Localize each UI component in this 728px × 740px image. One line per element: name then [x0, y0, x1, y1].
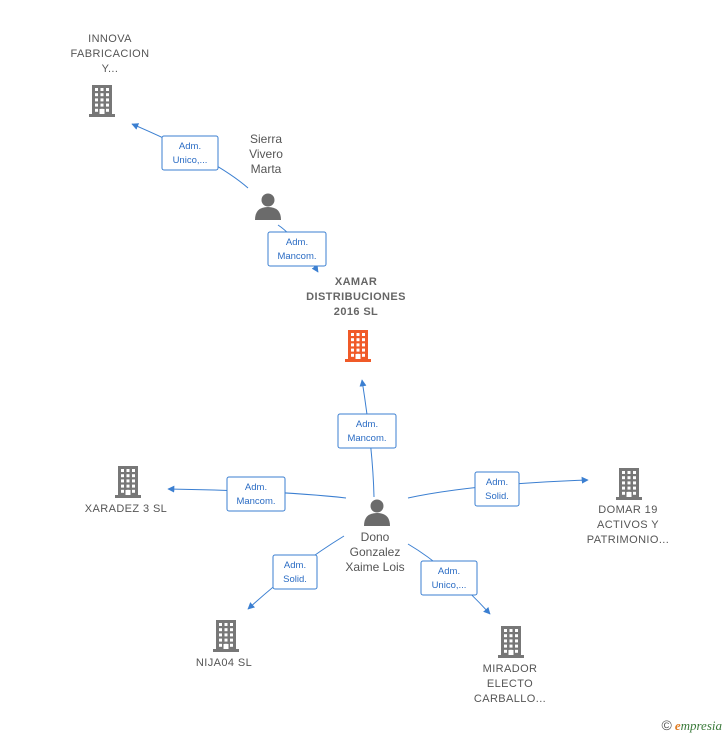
- person-icon[interactable]: [364, 499, 390, 527]
- node-domar[interactable]: DOMAR 19 ACTIVOS Y PATRIMONIO...: [587, 468, 669, 546]
- edge-label-box[interactable]: [267, 231, 327, 267]
- node-label: ACTIVOS Y: [597, 519, 659, 531]
- edge-label-text: Solid.: [485, 491, 509, 502]
- edge-label-text: Adm.: [245, 482, 267, 493]
- edge-label-box[interactable]: [420, 560, 478, 596]
- node-label: Gonzalez: [350, 545, 401, 559]
- node-mirador[interactable]: MIRADOR ELECTO CARBALLO...: [474, 626, 546, 705]
- edge-dono-xaradez: Adm. Mancom.: [167, 476, 347, 512]
- edge-label-text: Adm.: [486, 477, 508, 488]
- node-label: DISTRIBUCIONES: [306, 291, 406, 303]
- building-icon[interactable]: [115, 466, 141, 498]
- edge-label-text: Mancom.: [347, 433, 386, 444]
- building-icon[interactable]: [498, 626, 524, 658]
- node-label: XAMAR: [335, 276, 377, 288]
- node-label: Xaime Lois: [345, 560, 404, 574]
- node-label: CARBALLO...: [474, 693, 546, 705]
- edge-label-text: Adm.: [438, 566, 460, 577]
- node-nija[interactable]: NIJA04 SL: [196, 620, 252, 669]
- building-icon[interactable]: [616, 468, 642, 500]
- building-icon[interactable]: [345, 330, 371, 362]
- edge-label-box[interactable]: [337, 413, 397, 449]
- node-label: DOMAR 19: [598, 504, 657, 516]
- node-label: Sierra: [250, 132, 282, 146]
- edges-layer: Adm. Unico,... Adm. Mancom. Adm. Mancom. Adm. M…: [131, 123, 589, 615]
- edge-label-box[interactable]: [474, 471, 520, 507]
- edge-label-text: Adm.: [284, 560, 306, 571]
- building-icon[interactable]: [213, 620, 239, 652]
- edge-label-box[interactable]: [226, 476, 286, 512]
- building-icon[interactable]: [89, 85, 115, 117]
- brand-initial: e: [674, 718, 681, 733]
- nodes-layer: INNOVA FABRICACION Y... SierraViveroMartaXA…: [71, 33, 669, 705]
- copyright-symbol: ©: [661, 717, 672, 733]
- node-label: Vivero: [249, 147, 283, 161]
- person-icon[interactable]: [255, 193, 281, 221]
- edge-label-text: Mancom.: [236, 496, 275, 507]
- node-label: Dono: [361, 530, 390, 544]
- edge-label-text: Mancom.: [277, 251, 316, 262]
- node-label: NIJA04 SL: [196, 657, 252, 669]
- edge-label-box[interactable]: [161, 135, 219, 171]
- node-innova[interactable]: INNOVA FABRICACION Y...: [71, 33, 150, 117]
- node-label: Marta: [251, 162, 282, 176]
- node-label: 2016 SL: [334, 306, 378, 318]
- node-label: INNOVA: [88, 33, 132, 45]
- node-label: FABRICACION: [71, 48, 150, 60]
- edge-sierra-xamar: Adm. Mancom.: [267, 224, 327, 273]
- node-label: ELECTO: [487, 678, 533, 690]
- empresia-logo: ©empresia: [661, 717, 722, 734]
- node-xaradez[interactable]: XARADEZ 3 SL: [85, 466, 167, 515]
- edge-dono-nija: Adm. Solid.: [247, 535, 345, 610]
- edge-label-text: Adm.: [179, 141, 201, 152]
- edge-label-box[interactable]: [272, 554, 318, 590]
- edge-dono-domar: Adm. Solid.: [407, 471, 589, 507]
- edge-label-text: Unico,...: [432, 580, 467, 591]
- edge-dono-mirador: Adm. Unico,...: [407, 543, 491, 615]
- edge-label-text: Adm.: [286, 237, 308, 248]
- node-label: Y...: [102, 63, 119, 75]
- edge-label-text: Adm.: [356, 419, 378, 430]
- edge-label-text: Unico,...: [173, 155, 208, 166]
- node-label: MIRADOR: [483, 663, 538, 675]
- node-label: XARADEZ 3 SL: [85, 503, 167, 515]
- edge-label-text: Solid.: [283, 574, 307, 585]
- edge-dono-xamar: Adm. Mancom.: [337, 379, 397, 498]
- node-xamar[interactable]: XAMAR DISTRIBUCIONES 2016 SL: [306, 276, 406, 362]
- edge-sierra-innova: Adm. Unico,...: [131, 123, 249, 189]
- brand-name: mpresia: [680, 718, 722, 733]
- node-label: PATRIMONIO...: [587, 534, 669, 546]
